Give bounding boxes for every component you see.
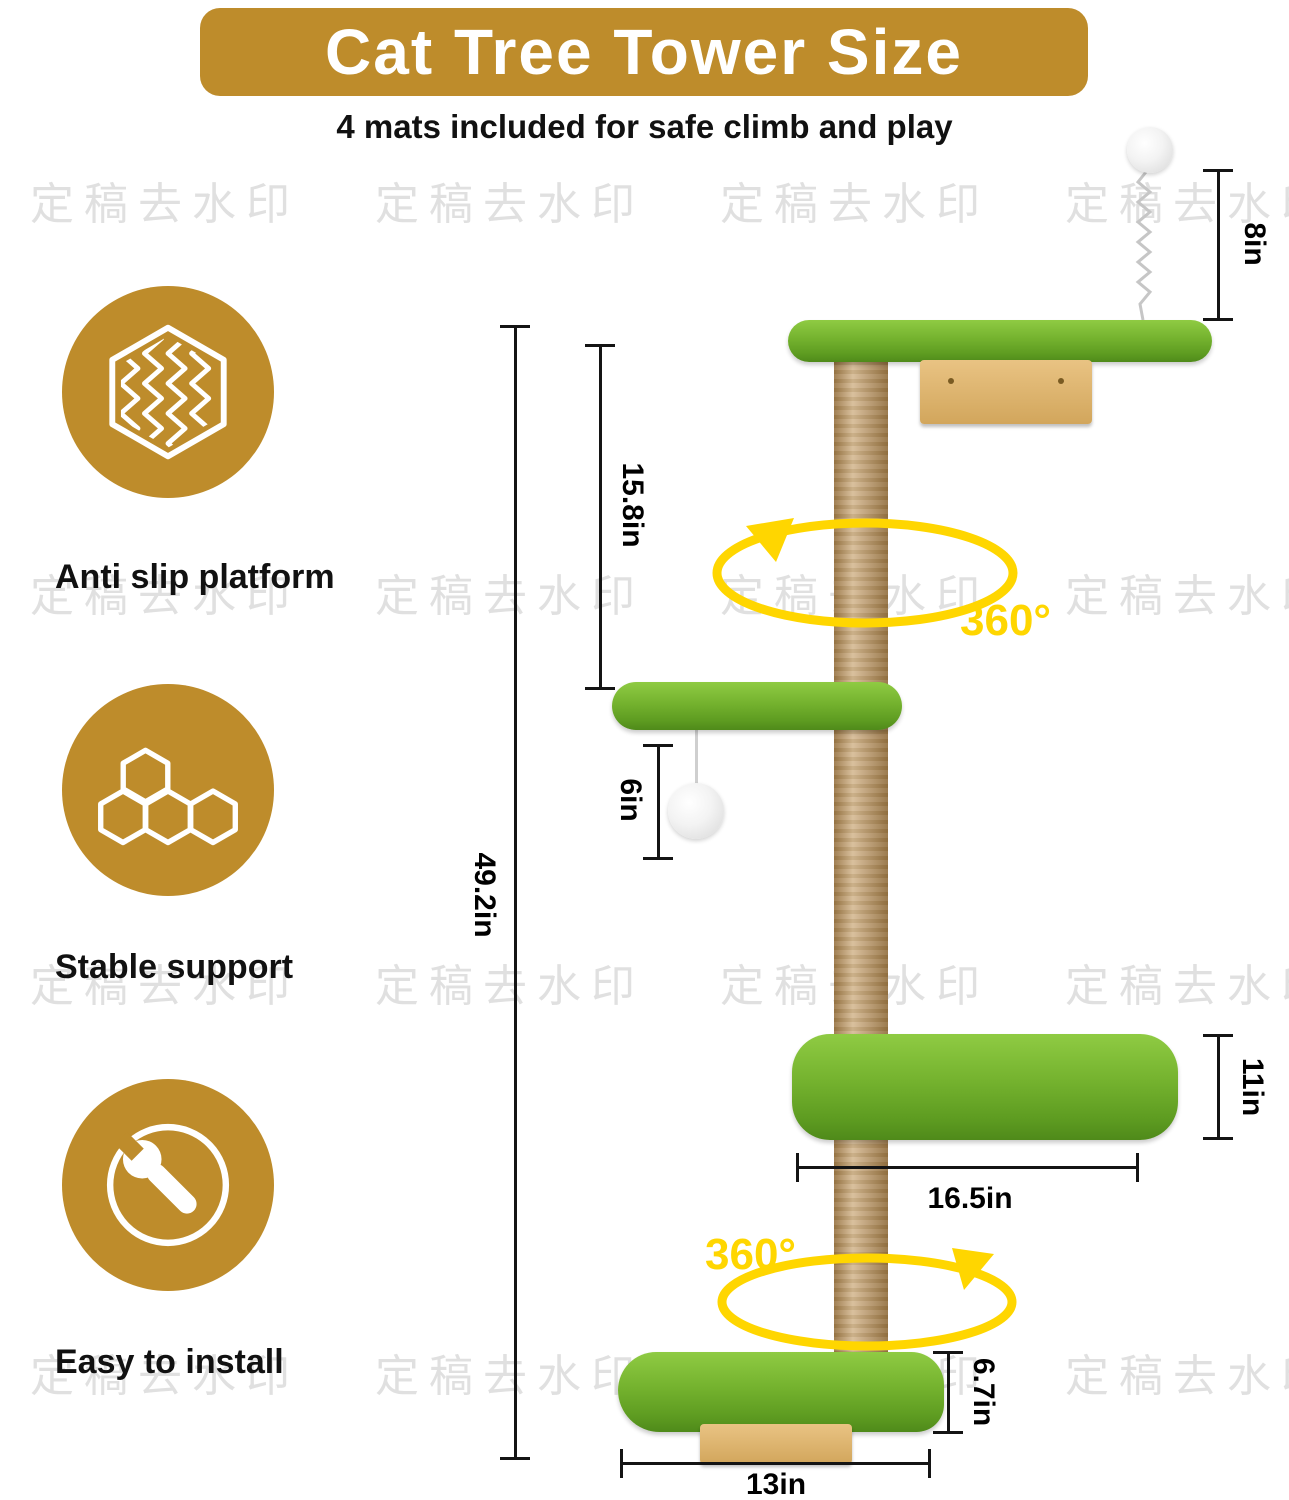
pom-pom-string (695, 730, 698, 788)
title-banner: Cat Tree Tower Size (200, 8, 1088, 96)
stable-support-feature-badge (62, 684, 274, 896)
wall-mount-board-top (920, 360, 1092, 424)
watermark-text: 定稿去水印 (1065, 962, 1289, 1011)
watermark-text: 定稿去水印 (1065, 572, 1289, 621)
platform-bottom (618, 1352, 944, 1432)
platform-top (788, 320, 1212, 362)
screw-dot (1058, 378, 1064, 384)
subtitle: 4 mats included for safe climb and play (336, 108, 953, 145)
dimension-cap (620, 1449, 623, 1478)
dimension-label-8in: 8in (1238, 222, 1271, 266)
dimension-cap (1136, 1153, 1139, 1182)
dimension-line-16-5in (797, 1166, 1139, 1169)
dimension-label-13in: 13in (745, 1468, 807, 1500)
dimension-line-15-8in (599, 345, 602, 690)
dimension-line-13in (621, 1462, 931, 1465)
watermark-text: 定稿去水印 (30, 572, 300, 621)
rotation-arrow-bottom-icon (717, 1248, 1017, 1351)
watermark-text: 定稿去水印 (375, 1352, 645, 1401)
easy-install-feature-badge (62, 1079, 274, 1291)
dimension-label-6in: 6in (614, 778, 647, 822)
dimension-cap (643, 744, 673, 747)
watermark-text: 定稿去水印 (720, 180, 990, 229)
dimension-label-49-2in: 49.2in (468, 852, 501, 938)
dimension-line-49-2in (514, 326, 517, 1460)
honeycomb-icon (98, 747, 238, 846)
dimension-line-6in (657, 745, 660, 860)
base-board (700, 1424, 852, 1464)
platform-large (792, 1034, 1178, 1140)
dimension-label-11in: 11in (1236, 1057, 1269, 1117)
spring-string-icon (1135, 172, 1153, 320)
dimension-label-6-7in: 6.7in (967, 1357, 1000, 1427)
wrench-icon (106, 1123, 230, 1247)
watermark-text: 定稿去水印 (1065, 1352, 1289, 1401)
watermark-text: 定稿去水印 (30, 180, 300, 229)
anti-slip-feature-badge (62, 286, 274, 498)
watermark-text: 定稿去水印 (375, 180, 645, 229)
watermark-text: 定稿去水印 (1065, 180, 1289, 229)
dimension-cap (643, 857, 673, 860)
dimension-cap (1203, 1137, 1233, 1140)
pom-pom-ball-top (1127, 127, 1173, 173)
rotation-arrow-top-icon (712, 518, 1018, 628)
dimension-cap (585, 687, 615, 690)
dimension-line-8in (1217, 170, 1220, 320)
rotation-label-top: 360° (960, 596, 1052, 645)
platform-second (612, 682, 902, 730)
dimension-label-15-8in: 15.8in (616, 462, 649, 548)
feature-label-easy-install: Easy to install (55, 1343, 284, 1381)
page-title: Cat Tree Tower Size (325, 16, 963, 88)
watermark-text: 定稿去水印 (375, 572, 645, 621)
pom-pom-ball-middle (668, 783, 724, 839)
anti-slip-hexagon-icon (109, 324, 227, 460)
watermark-text: 定稿去水印 (30, 1352, 300, 1401)
watermark-text: 定稿去水印 (30, 962, 300, 1011)
dimension-cap (796, 1153, 799, 1182)
dimension-cap (500, 1457, 530, 1460)
dimension-label-16-5in: 16.5in (927, 1182, 1013, 1215)
watermark-text: 定稿去水印 (375, 962, 645, 1011)
dimension-cap (933, 1431, 963, 1434)
dimension-cap (585, 344, 615, 347)
dimension-cap (928, 1449, 931, 1478)
screw-dot (948, 378, 954, 384)
dimension-cap (1203, 318, 1233, 321)
dimension-cap (1203, 169, 1233, 172)
dimension-cap (933, 1351, 963, 1354)
feature-label-stable-support: Stable support (55, 948, 294, 986)
dimension-cap (1203, 1034, 1233, 1037)
rotation-label-bottom: 360° (705, 1230, 797, 1279)
dimension-cap (500, 325, 530, 328)
feature-label-anti-slip: Anti slip platform (55, 558, 335, 596)
dimension-line-6-7in (947, 1352, 950, 1434)
dimension-line-11in (1217, 1035, 1220, 1140)
